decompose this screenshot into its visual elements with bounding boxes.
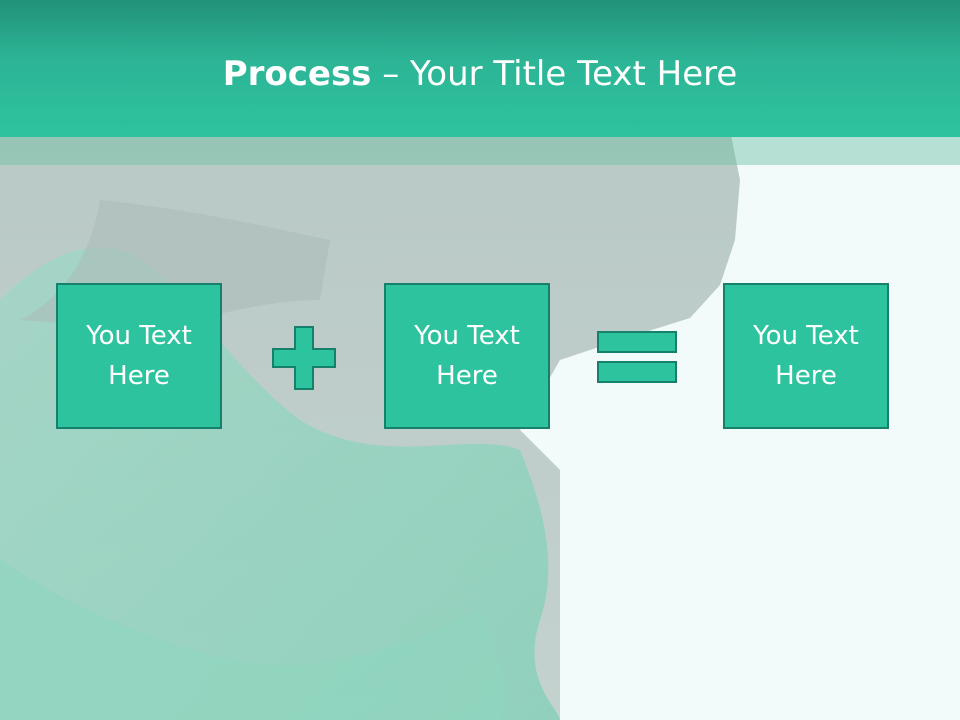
slide-title-rest: – Your Title Text Here <box>371 54 738 94</box>
process-box-3-text: You Text Here <box>753 316 859 396</box>
process-box-1-text: You Text Here <box>86 316 192 396</box>
process-box-1: You Text Here <box>56 283 222 429</box>
process-box-1-line1: You Text <box>86 321 192 351</box>
title-bar <box>0 0 960 137</box>
process-box-2-text: You Text Here <box>414 316 520 396</box>
equals-icon <box>597 331 677 383</box>
title-bar-band <box>0 137 960 165</box>
process-box-3-line2: Here <box>775 361 837 391</box>
fur-collar-highlight <box>0 560 504 720</box>
process-box-2-line2: Here <box>436 361 498 391</box>
process-box-2: You Text Here <box>384 283 550 429</box>
process-box-1-line2: Here <box>108 361 170 391</box>
process-box-3-line1: You Text <box>753 321 859 351</box>
process-box-2-line1: You Text <box>414 321 520 351</box>
slide-title-strong: Process <box>222 54 372 94</box>
process-box-3: You Text Here <box>723 283 889 429</box>
slide-title: Process – Your Title Text Here <box>0 52 960 96</box>
plus-icon <box>272 326 336 390</box>
